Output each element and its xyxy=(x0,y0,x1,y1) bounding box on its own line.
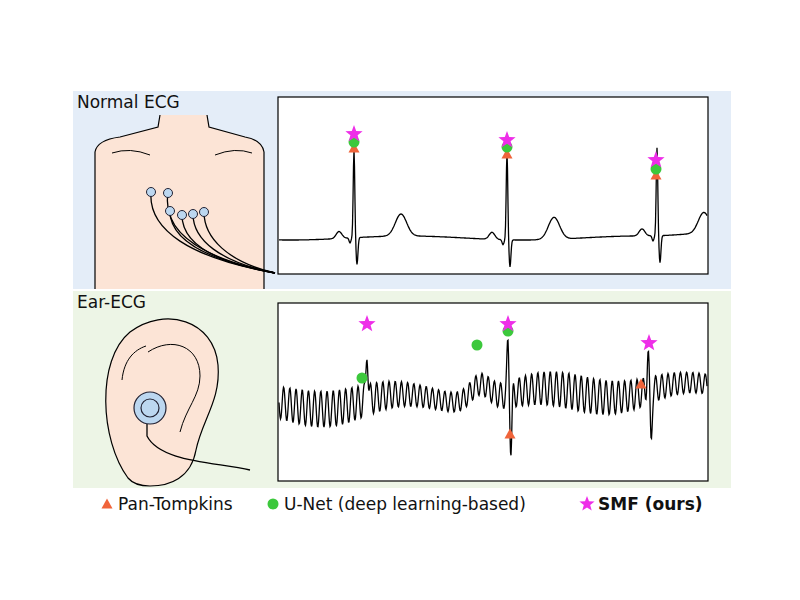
legend-label: U-Net (deep learning-based) xyxy=(284,494,526,514)
ear-ecg-trace xyxy=(279,340,707,455)
electrode-wires xyxy=(151,192,275,273)
normal-ecg-illustration xyxy=(73,91,731,289)
triangle-marker xyxy=(505,429,516,439)
plot-frame xyxy=(278,303,708,481)
electrodes xyxy=(147,188,209,220)
star-marker xyxy=(345,125,362,141)
panel-title: Normal ECG xyxy=(77,92,180,112)
detection-markers xyxy=(345,125,664,179)
circle-marker xyxy=(472,340,483,351)
star-marker xyxy=(499,315,516,331)
triangle-marker xyxy=(102,499,113,509)
collarbone xyxy=(112,150,252,155)
star-marker xyxy=(647,151,664,167)
ear-fold xyxy=(122,344,200,432)
legend-sample xyxy=(578,494,596,514)
panel-band: Ear-ECG xyxy=(73,291,731,488)
triangle-marker xyxy=(636,379,647,389)
panel-title: Ear-ECG xyxy=(77,292,146,312)
legend-entry: Pan-Tompkins xyxy=(98,492,233,516)
circle-marker xyxy=(268,499,279,510)
legend-label: Pan-Tompkins xyxy=(118,494,233,514)
star-marker xyxy=(358,315,375,331)
plot-frame xyxy=(278,97,708,274)
legend-entry: SMF (ours) xyxy=(578,492,703,516)
star-marker xyxy=(579,496,594,511)
legend-label: SMF (ours) xyxy=(598,494,703,514)
ecg-trace xyxy=(279,148,707,267)
earbud-wire xyxy=(147,424,250,470)
legend-entry: U-Net (deep learning-based) xyxy=(264,492,526,516)
ear-outline xyxy=(106,319,219,486)
circle-marker xyxy=(357,373,368,384)
star-marker xyxy=(640,334,657,350)
ear-ecg-illustration xyxy=(73,291,731,488)
legend-sample xyxy=(98,494,116,514)
star-marker xyxy=(498,131,515,147)
legend-sample xyxy=(264,494,282,514)
earbud xyxy=(134,392,166,424)
panel-band: Normal ECG xyxy=(73,91,731,289)
detection-markers xyxy=(357,315,658,438)
earbud-tip xyxy=(141,399,159,417)
